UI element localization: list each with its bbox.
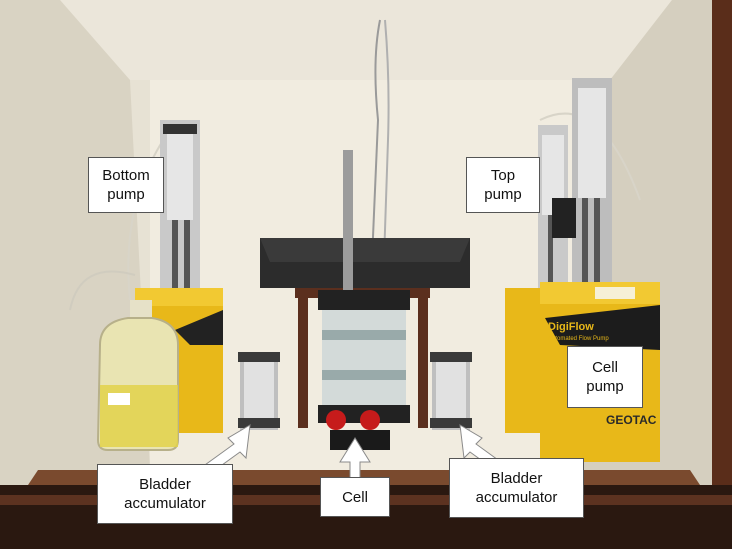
bladder-accumulator-right-label: Bladder accumulator [449,458,584,518]
top-pump-label: Top pump [466,157,540,213]
cell-label-line1: Cell [342,488,368,506]
cell-pump-label-line2: pump [586,378,624,395]
bladder-accumulator-right-label-line1: Bladder [490,470,543,487]
bladder-accumulator-left [238,352,280,430]
bladder-accumulator-left-label-line2: accumulator [124,495,206,512]
water-jug [96,300,179,451]
triaxial-cell [260,150,470,450]
cell-label: Cell [320,477,390,517]
cell-pump-label: Cell pump [567,346,643,408]
cell-pump-label-line1: Cell [592,359,618,376]
bladder-accumulator-right [430,352,472,430]
pump-brand-text: GEOTAC [606,413,657,427]
pump-product-subtext: Automated Flow Pump [548,336,609,342]
bladder-accumulator-left-label-line1: Bladder [139,476,191,493]
pump-product-text: DigiFlow [548,321,594,333]
bottom-pump-label: Bottom pump [88,157,164,213]
bottom-pump-label-line2: pump [107,186,145,203]
top-pump-label-line1: Top [490,167,516,184]
bladder-accumulator-right-label-line2: accumulator [475,489,558,506]
top-pump-label-line2: pump [484,186,522,203]
bottom-pump-label-line1: Bottom [102,167,150,184]
bladder-accumulator-left-label: Bladder accumulator [97,464,233,524]
